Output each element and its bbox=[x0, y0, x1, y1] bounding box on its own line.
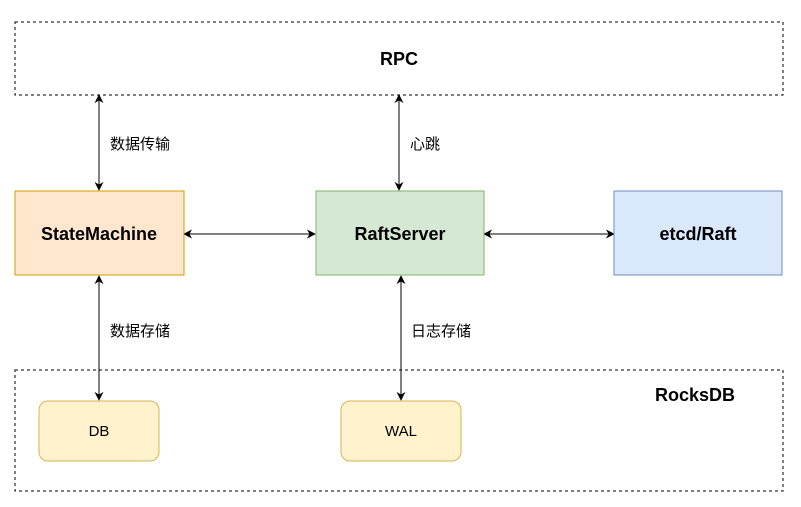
edge-label-data-storage: 数据存储 bbox=[110, 322, 170, 340]
rpc-label: RPC bbox=[380, 49, 418, 69]
edge-label-data-transfer: 数据传输 bbox=[110, 135, 170, 153]
db-node: DB bbox=[38, 400, 160, 462]
etcd-raft-label: etcd/Raft bbox=[659, 224, 736, 244]
edge-label-heartbeat: 心跳 bbox=[410, 135, 440, 153]
state-machine-node: StateMachine bbox=[14, 190, 185, 276]
edge-label-log-storage: 日志存储 bbox=[411, 322, 471, 340]
rocksdb-label: RocksDB bbox=[655, 385, 735, 405]
edge-rpc-state-machine: 数据传输 bbox=[94, 94, 170, 191]
etcd-raft-node: etcd/Raft bbox=[613, 190, 783, 276]
wal-node: WAL bbox=[340, 400, 462, 462]
edge-raft-server-wal: 日志存储 bbox=[396, 275, 471, 401]
state-machine-label: StateMachine bbox=[41, 224, 157, 244]
raft-server-node: RaftServer bbox=[315, 190, 485, 276]
wal-label: WAL bbox=[385, 423, 417, 440]
rpc-container: RPC bbox=[14, 21, 784, 96]
db-label: DB bbox=[89, 423, 110, 440]
edge-state-machine-db: 数据存储 bbox=[94, 275, 170, 401]
raft-server-label: RaftServer bbox=[354, 224, 445, 244]
edge-rpc-raft-server: 心跳 bbox=[394, 94, 440, 191]
